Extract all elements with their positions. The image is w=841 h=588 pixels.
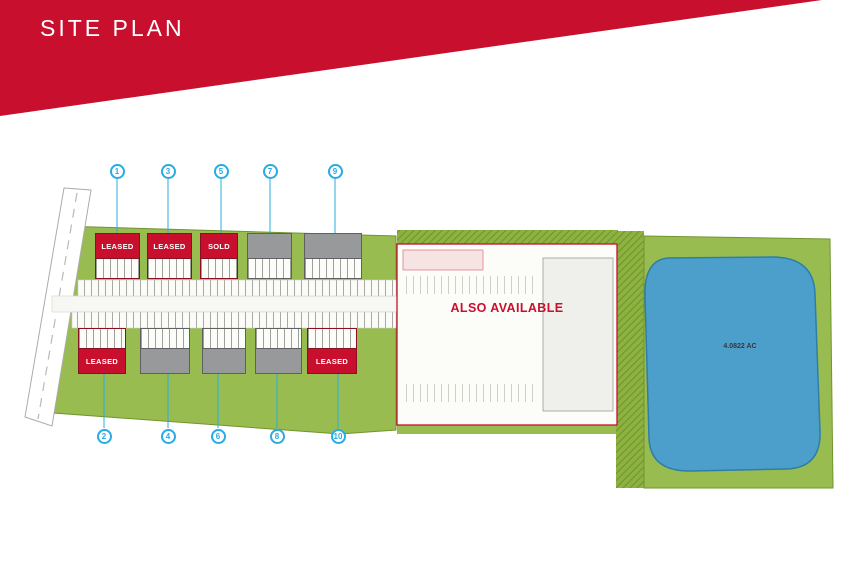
also-available-label: ALSO AVAILABLE — [450, 301, 564, 315]
building-7 — [247, 233, 292, 279]
building-6-status-label — [203, 349, 245, 373]
building-1: LEASED — [95, 233, 140, 279]
building-4-status-label — [141, 349, 189, 373]
building-7-units-stripes — [248, 258, 291, 278]
marker-5: 5 — [213, 163, 229, 179]
building-9 — [304, 233, 362, 279]
building-9-status-label — [305, 234, 361, 258]
building-5-status-label: SOLD — [201, 234, 237, 258]
building-6 — [202, 328, 246, 374]
pond — [644, 256, 821, 472]
marker-1: 1 — [109, 163, 125, 179]
building-2-status-label: LEASED — [79, 349, 125, 373]
building-3-units-stripes — [148, 258, 191, 278]
parking-row-bottom — [71, 311, 397, 329]
building-9-units-stripes — [305, 258, 361, 278]
building-5-units-stripes — [201, 258, 237, 278]
marker-3: 3 — [160, 163, 176, 179]
building-6-units-stripes — [203, 329, 245, 349]
marker-2: 2 — [96, 428, 112, 444]
building-5: SOLD — [200, 233, 238, 279]
parking-row-top — [77, 279, 397, 297]
building-4-units-stripes — [141, 329, 189, 349]
building-8-units-stripes — [256, 329, 301, 349]
parcel-bottom-strip — [397, 424, 617, 434]
building-1-units-stripes — [96, 258, 139, 278]
building-4 — [140, 328, 190, 374]
leader-lines — [103, 179, 339, 428]
landscape-buffer — [397, 230, 644, 488]
building-10-status-label: LEASED — [308, 349, 356, 373]
marker-9: 9 — [327, 163, 343, 179]
building-3: LEASED — [147, 233, 192, 279]
building-8 — [255, 328, 302, 374]
available-area — [396, 243, 618, 426]
building-2: LEASED — [78, 328, 126, 374]
building-8-status-label — [256, 349, 301, 373]
page-title: SITE PLAN — [40, 15, 185, 41]
marker-7: 7 — [262, 163, 278, 179]
building-10-units-stripes — [308, 329, 356, 349]
marker-10: 10 — [330, 428, 346, 444]
marker-6: 6 — [210, 428, 226, 444]
pond-acreage-label: 4.0822 AC — [723, 343, 757, 350]
building-3-status-label: LEASED — [148, 234, 191, 258]
building-1-status-label: LEASED — [96, 234, 139, 258]
building-7-status-label — [248, 234, 291, 258]
marker-4: 4 — [160, 428, 176, 444]
marker-8: 8 — [269, 428, 285, 444]
building-2-units-stripes — [79, 329, 125, 349]
building-10: LEASED — [307, 328, 357, 374]
